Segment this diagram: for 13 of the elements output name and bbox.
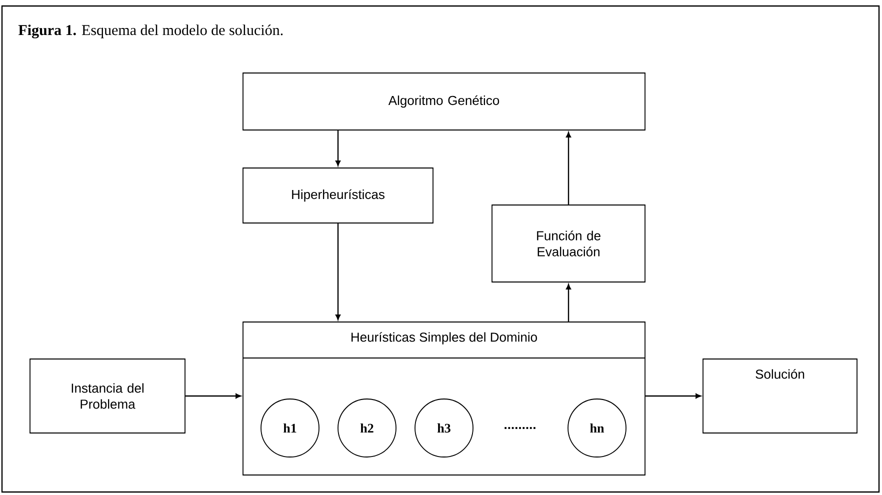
- arrow: [566, 132, 571, 205]
- process-box: Instancia del Problema: [30, 358, 186, 434]
- figure-title: Figura 1. Esquema del modelo de solución.: [18, 24, 283, 38]
- process-box: Hiperheurísticas: [242, 168, 434, 224]
- arrow: [645, 394, 701, 398]
- arrow: [336, 223, 340, 320]
- ellipsis-dots: .........: [504, 427, 536, 429]
- arrow: [336, 130, 340, 166]
- arrow: [185, 394, 241, 398]
- process-box: Algoritmo Genético: [242, 72, 646, 130]
- process-box: Función de Evaluación: [492, 204, 646, 282]
- output-box: Solución: [702, 358, 858, 434]
- arrow: [566, 284, 571, 322]
